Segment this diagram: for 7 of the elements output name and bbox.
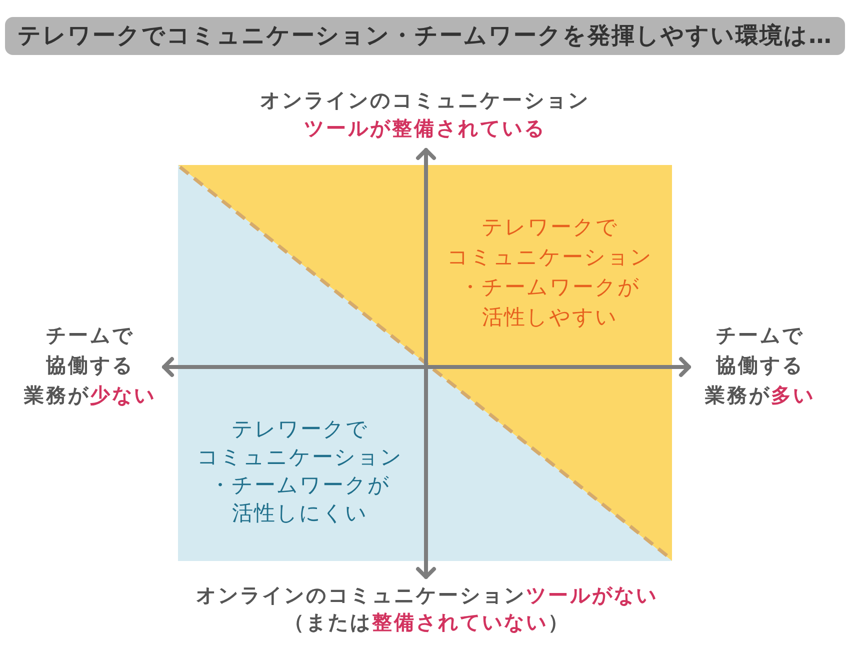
title-bar: テレワークでコミュニケーション・チームワークを発揮しやすい環境は… [5,17,845,55]
region-text: テレワークでコミュニケーション・チームワークが活性しやすい [440,212,660,332]
axis-label: チームで協働する業務が多い [704,322,816,409]
axis-label: オンラインのコミュニケーションツールが整備されている [259,87,591,142]
region-text: テレワークでコミュニケーション・チームワークが活性しにくい [190,415,410,527]
axis-label: チームで協働する業務が少ない [23,322,157,409]
axis-label: オンラインのコミュニケーションツールがない（または整備されていない） [195,582,659,636]
